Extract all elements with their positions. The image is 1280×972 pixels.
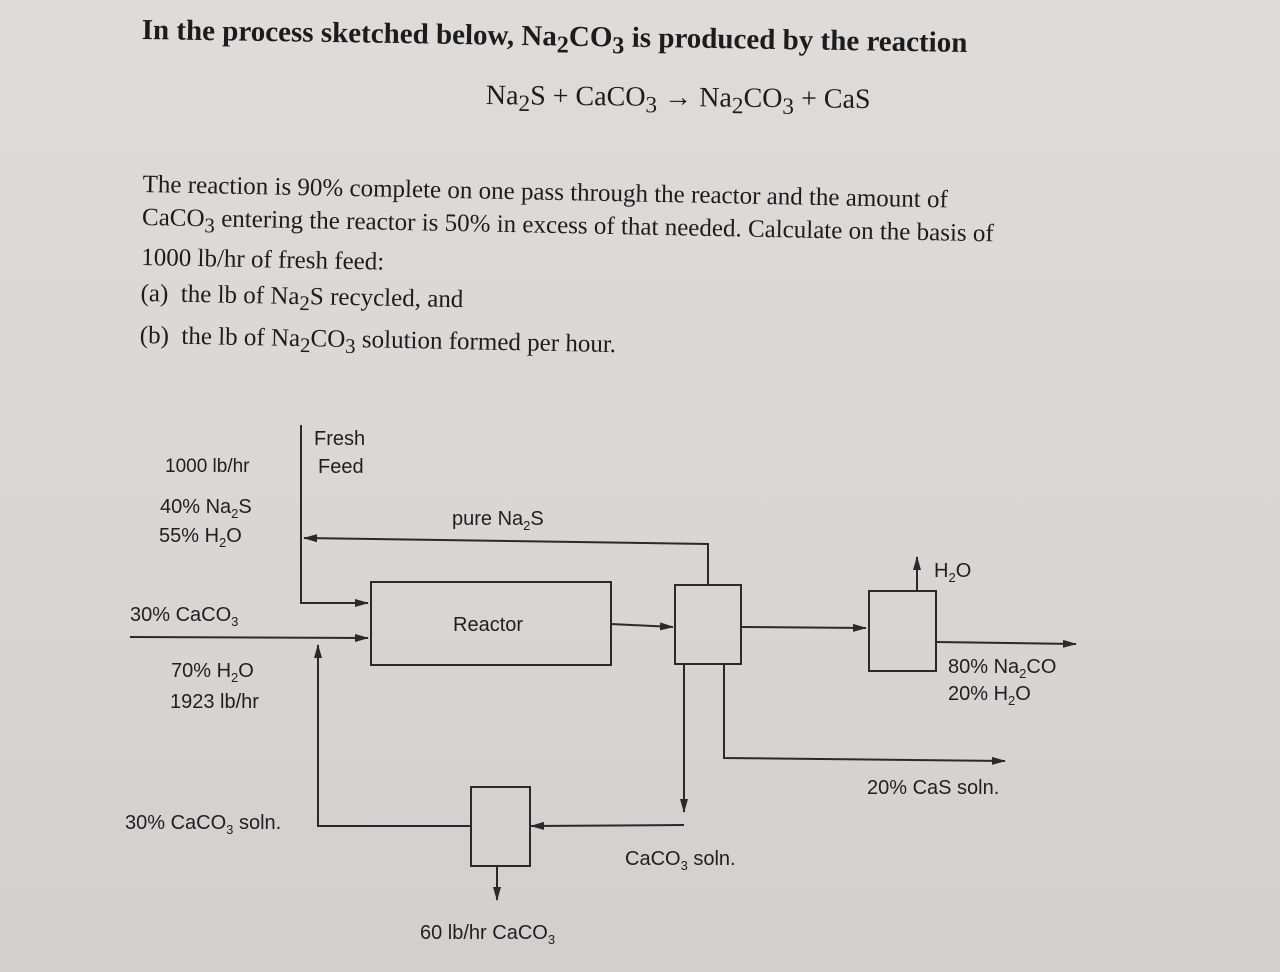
reactor-box [370, 581, 612, 666]
caco3-rate-label: 1923 lb/hr [170, 691, 259, 713]
caco3-soln-label: CaCO3 soln. [625, 848, 736, 873]
separator-to-evaporator-line [740, 623, 867, 632]
product-h2o-label: 20% H2O [948, 683, 1031, 708]
recycle-na2s-label: pure Na2S [452, 508, 544, 533]
reactor-label: Reactor [453, 614, 524, 636]
feed-h2o-label: 55% H2O [159, 525, 242, 550]
product-out-line [935, 639, 1077, 648]
product-na2co-label: 80% Na2CO [948, 656, 1057, 681]
separator-box [674, 584, 742, 665]
feed-rate-label: 1000 lb/hr [165, 456, 250, 477]
water-out-label: H2O [934, 560, 972, 585]
caco3-h2o-label: 70% H2O [171, 660, 254, 685]
fresh-feed-line [300, 425, 369, 607]
recycle-caco3-label: 30% CaCO3 soln. [125, 812, 282, 837]
caco3-soln-to-filter-line [530, 821, 685, 830]
evaporator-box [868, 590, 937, 672]
feed-na2s-label: 40% Na2S [160, 496, 252, 521]
recycle-na2s-line [303, 534, 709, 585]
cas-soln-label: 20% CaS soln. [867, 777, 1000, 799]
caco3-feed-line [129, 633, 369, 642]
filter-box [470, 786, 531, 867]
fresh-feed-label-2: Feed [318, 456, 364, 478]
caco3-out-label: 60 lb/hr CaCO3 [420, 922, 556, 947]
cas-out-line [723, 664, 1006, 765]
fresh-feed-label-1: Fresh [314, 428, 366, 450]
caco3-feed-label: 30% CaCO3 [130, 604, 239, 629]
recycle-caco3-line [314, 644, 471, 827]
reactor-outlet-line [610, 622, 674, 631]
